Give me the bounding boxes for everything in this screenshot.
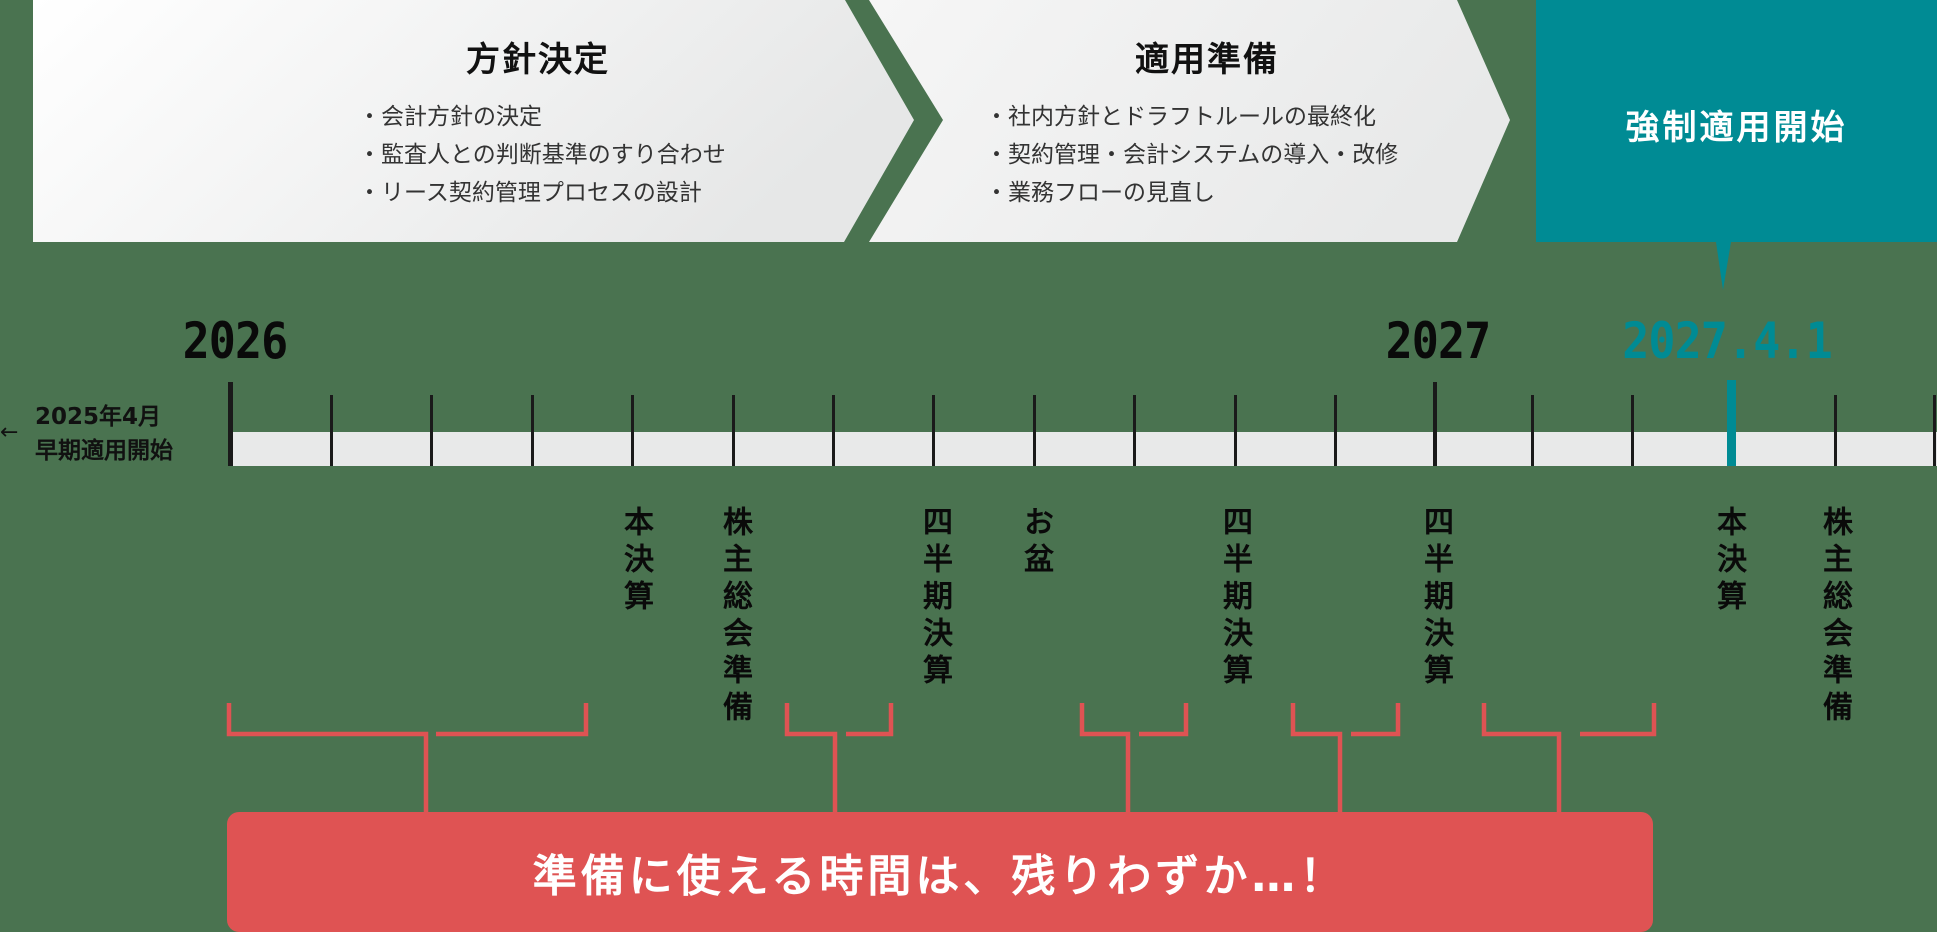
early-adoption-date: 2025年4月	[35, 404, 162, 430]
phase-2-item: 業務フローの見直し	[985, 174, 1398, 212]
year-tick-2026	[228, 382, 233, 466]
month-ticks	[330, 395, 1936, 466]
early-adoption-label: 早期適用開始	[35, 438, 173, 464]
event-label: 四半期決算	[917, 506, 952, 691]
callout-text: 準備に使える時間は、残りわずか…！	[532, 851, 1348, 902]
phase-1-title: 方針決定	[466, 40, 610, 80]
final-phase-title: 強制適用開始	[1625, 108, 1848, 148]
phase-1-item: 監査人との判断基準のすり合わせ	[358, 136, 726, 174]
event-label: 四半期決算	[1418, 506, 1453, 691]
gap-bracket-3	[1079, 703, 1131, 812]
gap-bracket-1	[226, 703, 429, 812]
phase-2-items: 社内方針とドラフトルールの最終化 契約管理・会計システムの導入・改修 業務フロー…	[985, 98, 1398, 212]
callout-banner: 準備に使える時間は、残りわずか…！	[227, 812, 1653, 932]
gap-brackets	[226, 703, 1657, 812]
phase-2-item: 契約管理・会計システムの導入・改修	[985, 136, 1398, 174]
phase-2-item: 社内方針とドラフトルールの最終化	[985, 98, 1398, 136]
year-label-2026: 2026	[182, 312, 289, 370]
mandatory-date-marker	[1727, 380, 1736, 466]
event-label: 株主総会準備	[717, 506, 752, 728]
final-phase-pointer	[1716, 242, 1731, 290]
event-label: お盆	[1018, 506, 1053, 580]
event-label: 株主総会準備	[1817, 506, 1852, 728]
phase-1-item: リース契約管理プロセスの設計	[358, 174, 726, 212]
gap-bracket-2	[784, 703, 838, 812]
event-label: 本決算	[1711, 506, 1746, 617]
phase-1-items: 会計方針の決定 監査人との判断基準のすり合わせ リース契約管理プロセスの設計	[358, 98, 726, 212]
year-label-2027: 2027	[1385, 312, 1492, 370]
early-adoption-note: 2025年4月 早期適用開始	[35, 400, 173, 468]
phase-1-item: 会計方針の決定	[358, 98, 726, 136]
final-phase-box	[1536, 0, 1937, 242]
event-label: 四半期決算	[1217, 506, 1252, 691]
mandatory-date-label: 2027.4.1	[1622, 312, 1832, 370]
event-label: 本決算	[618, 506, 653, 617]
gap-bracket-4	[1290, 703, 1343, 812]
phase-2-title: 適用準備	[1135, 40, 1279, 80]
year-tick-2027	[1433, 382, 1437, 466]
timeline-bar	[231, 432, 1937, 466]
arrow-left-icon: ←	[0, 420, 19, 445]
gap-bracket-5	[1481, 703, 1562, 812]
